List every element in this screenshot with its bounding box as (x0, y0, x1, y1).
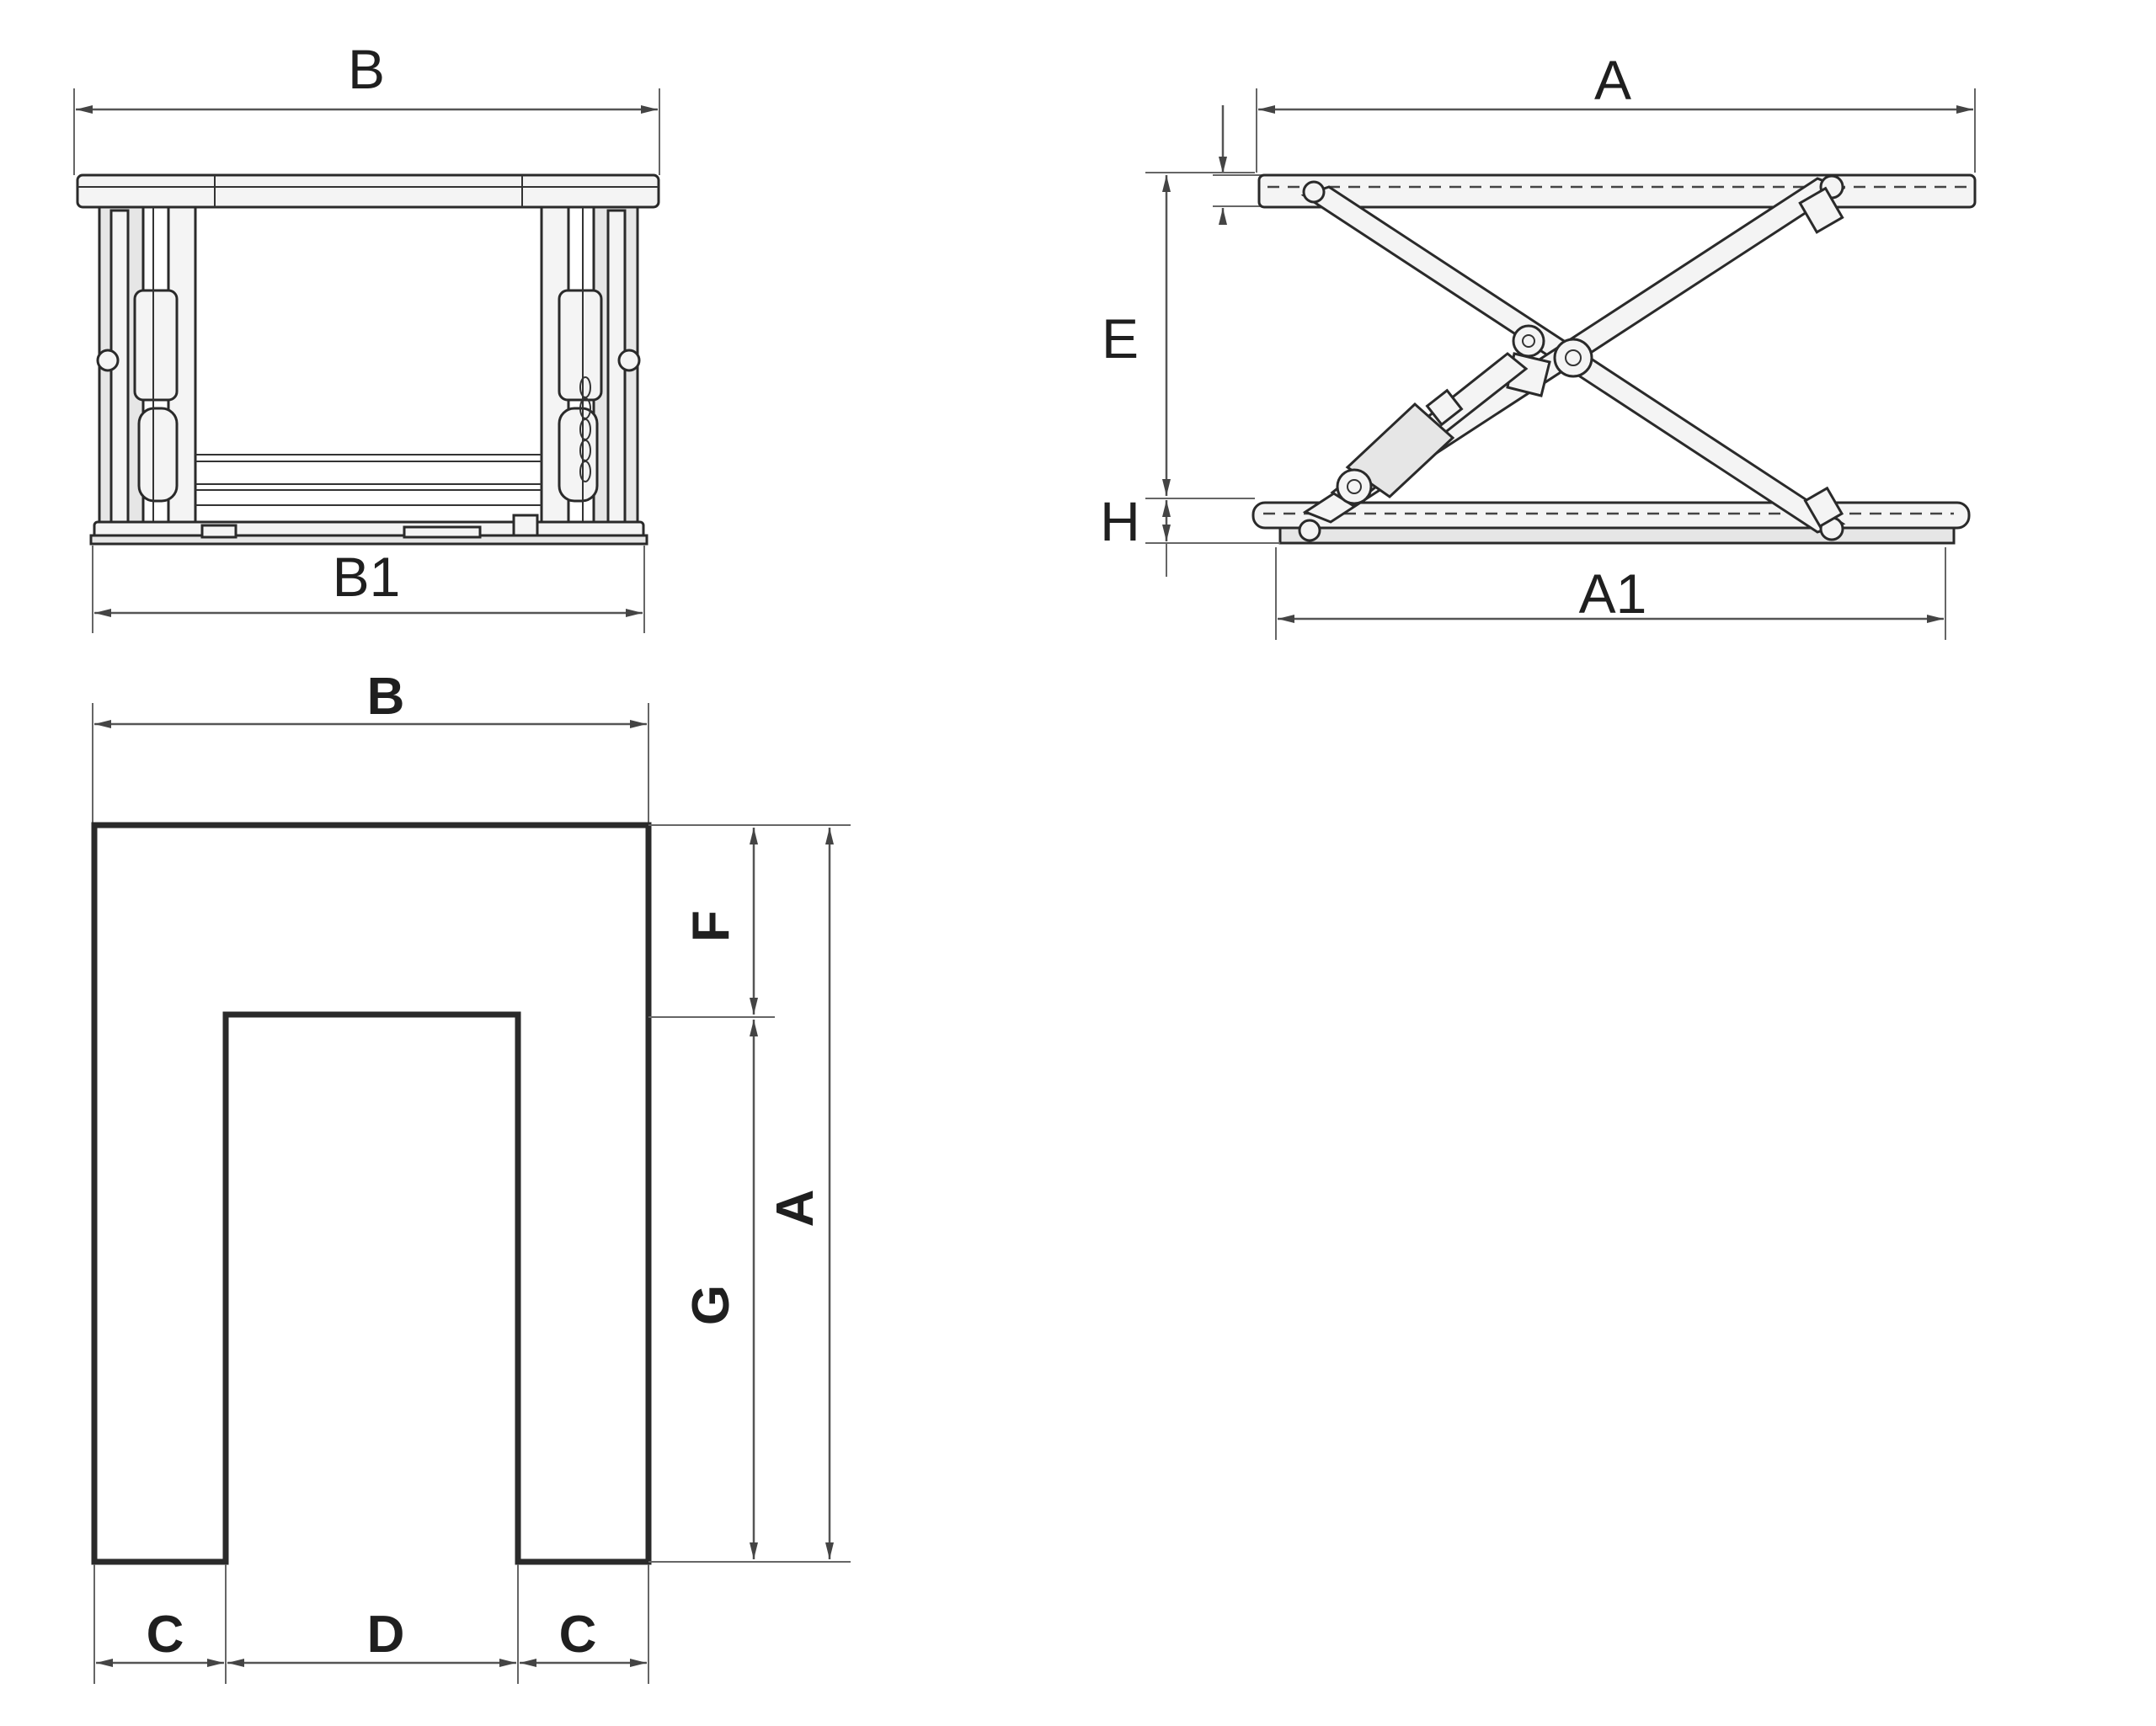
chain (579, 376, 591, 482)
platform-top-side (1257, 173, 1977, 209)
front-view: B (73, 38, 660, 633)
plan-view: B F G A C D C (91, 668, 851, 1684)
label-a-plan: A (766, 1190, 825, 1228)
hydraulic-cylinder (1330, 352, 1529, 507)
left-column-front (96, 205, 197, 529)
label-b-plan: B (367, 668, 405, 726)
label-d: D (367, 1606, 405, 1664)
label-f: F (682, 910, 740, 942)
right-column-front (540, 205, 641, 529)
base-plate-side (1251, 501, 1971, 545)
label-a1: A1 (1579, 562, 1647, 625)
side-view: A (1100, 49, 1977, 640)
label-e: E (1102, 307, 1139, 370)
label-b1: B1 (333, 546, 401, 608)
u-shaped-platform-outline (91, 822, 652, 1565)
label-c-right: C (559, 1606, 597, 1664)
platform-top-front (76, 173, 660, 209)
label-a-side: A (1594, 49, 1631, 111)
label-b-front: B (348, 38, 385, 100)
label-c-left: C (147, 1606, 184, 1664)
label-g: G (682, 1285, 740, 1325)
label-h: H (1100, 490, 1140, 552)
base-frame-front (89, 514, 648, 546)
